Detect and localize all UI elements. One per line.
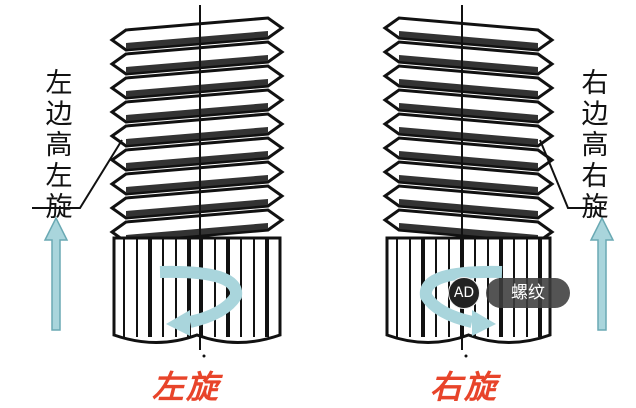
thread-shadow-band — [399, 151, 538, 169]
screw-body — [112, 236, 282, 344]
thread-shadow-band — [126, 175, 268, 193]
ad-badge[interactable]: AD — [448, 277, 480, 309]
thread-shadow-band — [399, 127, 538, 145]
rotation-arrowhead — [472, 310, 496, 336]
thread-shadow-band — [399, 55, 538, 73]
left-hand-caption: 左旋 — [152, 368, 221, 406]
axis-dot — [202, 354, 206, 358]
up-arrow — [43, 216, 69, 331]
thread-shadow-band — [126, 31, 268, 49]
up-arrow — [589, 216, 615, 331]
right-hand-caption: 右旋 — [430, 368, 499, 406]
rotation-arrowhead — [166, 310, 190, 336]
thread-shadow-band — [126, 151, 268, 169]
axis-dot — [464, 354, 468, 358]
thread-shadow-band — [126, 103, 268, 121]
left-side-label: 左边高左旋 — [45, 68, 73, 223]
thread-shadow-band — [399, 79, 538, 97]
thread-shadow-band — [126, 127, 268, 145]
thread-shadow-band — [399, 31, 538, 49]
thread-shadow-band — [126, 55, 268, 73]
right-leader-line — [539, 139, 604, 209]
thread-shadow-band — [399, 199, 538, 217]
rotation-arrow — [419, 265, 503, 328]
thread-shadow-band — [126, 79, 268, 97]
left-leader-line — [32, 139, 123, 209]
right-side-label: 右边高右旋 — [581, 68, 609, 223]
thread-shadow-band — [399, 103, 538, 121]
thread-shadow-band — [399, 175, 538, 193]
thread-tag-button[interactable]: 螺纹 — [486, 278, 570, 308]
thread-shadow-band — [126, 199, 268, 217]
rotation-arrow — [159, 265, 243, 328]
